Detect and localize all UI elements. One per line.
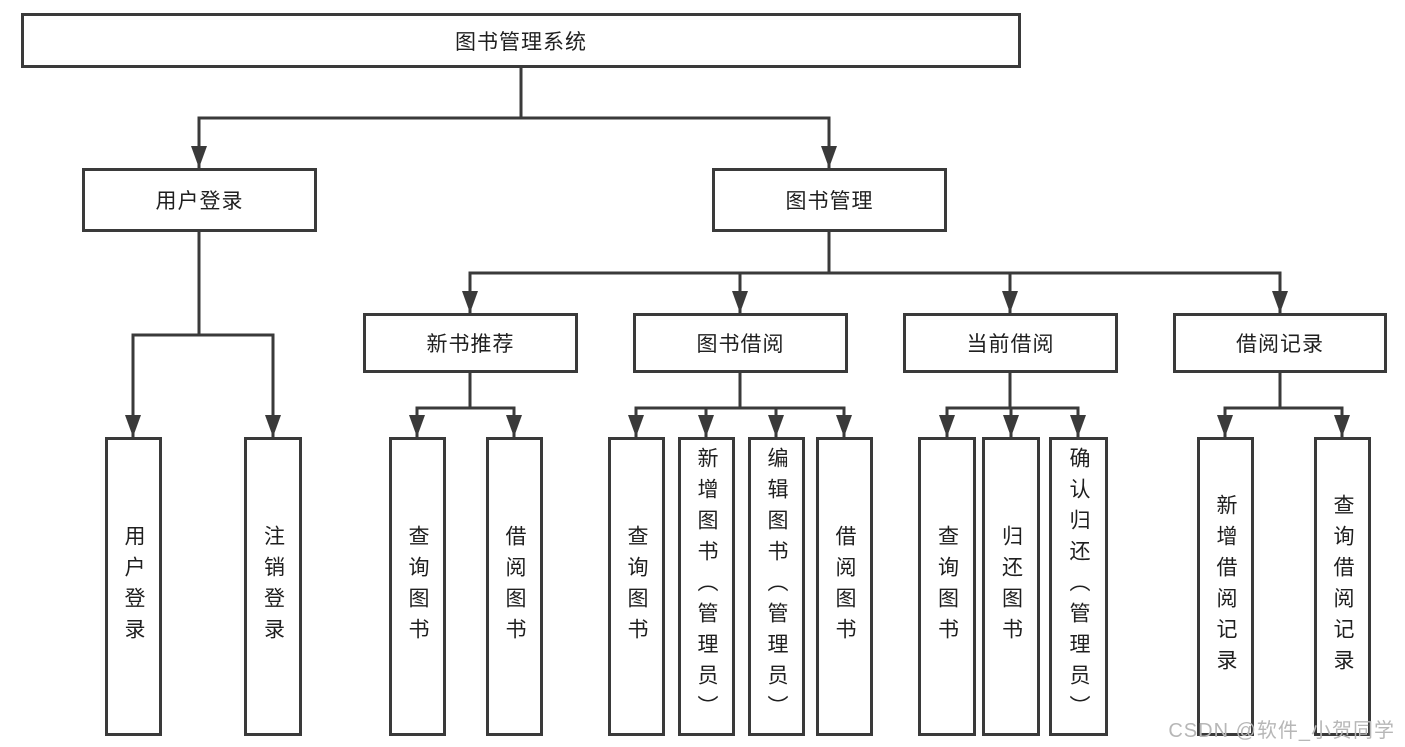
node-label: 图书管理 [785, 190, 874, 213]
arrowhead [768, 415, 784, 437]
arrowhead [1003, 415, 1019, 437]
arrowhead [1334, 415, 1350, 437]
node-add-books-admin: 新增图书（管理员） [678, 437, 735, 736]
arrowhead [836, 415, 852, 437]
node-label: 查询图书 [625, 524, 648, 649]
node-label: 用户登录 [122, 524, 145, 649]
node-new-book-recommendation: 新书推荐 [363, 313, 578, 373]
csdn-watermark: CSDN @软件_小贺同学 [1168, 720, 1395, 742]
node-label: 新增图书（管理员） [695, 447, 718, 726]
node-label: 注销登录 [261, 524, 285, 649]
node-add-borrow-record: 新增借阅记录 [1197, 437, 1254, 736]
node-user-login: 用户登录 [82, 168, 317, 232]
node-query-books-3: 查询图书 [918, 437, 976, 736]
node-query-borrow-record: 查询借阅记录 [1314, 437, 1371, 736]
arrowhead [1272, 291, 1288, 313]
node-label: 用户登录 [155, 190, 244, 213]
arrowhead [506, 415, 522, 437]
arrowhead [409, 415, 425, 437]
node-label: 借阅记录 [1236, 333, 1324, 356]
node-query-books-2: 查询图书 [608, 437, 665, 736]
arrowhead [698, 415, 714, 437]
node-book-management: 图书管理 [712, 168, 947, 232]
node-label: 新增借阅记录 [1214, 493, 1237, 680]
node-label: 当前借阅 [966, 333, 1055, 356]
arrowhead [1217, 415, 1233, 437]
node-label: 确认归还（管理员） [1067, 447, 1090, 726]
node-label: 查询借阅记录 [1331, 493, 1354, 680]
node-confirm-return-admin: 确认归还（管理员） [1049, 437, 1108, 736]
arrowhead [939, 415, 955, 437]
node-label: 借阅图书 [503, 524, 526, 649]
arrowhead [821, 146, 837, 168]
arrowhead [191, 146, 207, 168]
arrowhead [265, 415, 281, 437]
arrowhead [125, 415, 141, 437]
node-return-books: 归还图书 [982, 437, 1040, 736]
node-label: 新书推荐 [426, 333, 515, 356]
node-borrow-books-2: 借阅图书 [816, 437, 873, 736]
arrowhead [1070, 415, 1086, 437]
node-label: 图书借阅 [696, 333, 785, 356]
node-user-login-leaf: 用户登录 [105, 437, 162, 736]
node-label: 借阅图书 [833, 524, 856, 649]
node-logout-leaf: 注销登录 [244, 437, 302, 736]
arrowhead [628, 415, 644, 437]
arrowhead [732, 291, 748, 313]
node-label: 查询图书 [406, 524, 429, 649]
node-label: 查询图书 [935, 524, 959, 649]
node-current-borrowing: 当前借阅 [903, 313, 1118, 373]
arrowhead [462, 291, 478, 313]
arrowhead [1002, 291, 1018, 313]
node-label: 编辑图书（管理员） [765, 447, 788, 726]
node-label: 归还图书 [999, 524, 1023, 649]
node-borrow-books: 借阅图书 [486, 437, 543, 736]
node-library-management-system: 图书管理系统 [21, 13, 1021, 68]
node-label: 图书管理系统 [455, 30, 587, 54]
node-book-borrowing: 图书借阅 [633, 313, 848, 373]
node-query-books: 查询图书 [389, 437, 446, 736]
node-borrowing-records: 借阅记录 [1173, 313, 1387, 373]
node-edit-books-admin: 编辑图书（管理员） [748, 437, 805, 736]
